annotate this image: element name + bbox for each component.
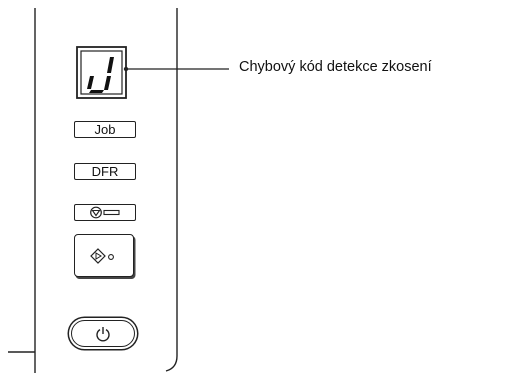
callout-leader-dot (123, 66, 129, 72)
power-button[interactable] (71, 320, 135, 347)
stop-button[interactable] (74, 204, 136, 221)
display-segments (87, 57, 114, 93)
job-button[interactable]: Job (74, 121, 136, 138)
dfr-button-label: DFR (91, 164, 119, 179)
display-inner-frame (80, 50, 123, 95)
skew-error-code-callout: Chybový kód detekce zkosení (239, 59, 432, 75)
panel-right-edge (165, 8, 178, 372)
power-icon (96, 326, 110, 341)
job-button-label: Job (94, 122, 116, 137)
start-button[interactable] (74, 234, 134, 277)
start-icon (90, 247, 114, 264)
dfr-button[interactable]: DFR (74, 163, 136, 180)
display-frame (76, 46, 127, 99)
stop-icon (90, 206, 120, 219)
